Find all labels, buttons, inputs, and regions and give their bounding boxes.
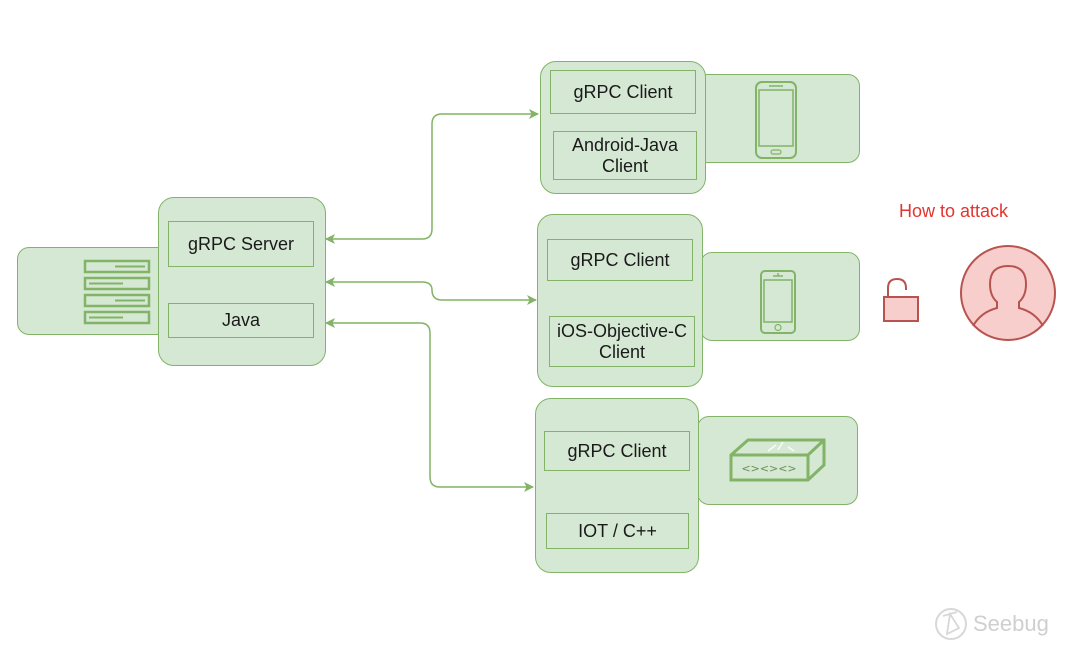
server-device-panel — [17, 247, 169, 335]
unlocked-padlock-icon — [883, 277, 919, 322]
iphone-icon — [760, 270, 796, 334]
android-client-node[interactable]: gRPC Client Android-Java Client — [540, 61, 706, 194]
iot-client-node[interactable]: gRPC Client IOT / C++ — [535, 398, 699, 573]
ios-client-node[interactable]: gRPC Client iOS-Objective-C Client — [537, 214, 703, 387]
network-switch-icon: <><><> — [729, 438, 826, 482]
seebug-logo-icon — [935, 608, 967, 640]
android-device-panel — [690, 74, 860, 163]
ios-objective-c-client-label: iOS-Objective-C Client — [549, 316, 695, 367]
iot-device-panel: <><><> — [697, 416, 858, 505]
grpc-server-label: gRPC Server — [168, 221, 314, 267]
grpc-client-label: gRPC Client — [544, 431, 690, 471]
edge-server-ios — [325, 277, 537, 305]
seebug-watermark: Seebug — [933, 606, 1049, 642]
seebug-text: Seebug — [973, 611, 1049, 636]
android-java-client-label: Android-Java Client — [553, 131, 697, 180]
grpc-client-label: gRPC Client — [550, 70, 696, 114]
iot-cpp-label: IOT / C++ — [546, 513, 689, 549]
grpc-server-node[interactable]: gRPC Server Java — [158, 197, 326, 366]
edge-server-iot — [325, 318, 534, 492]
grpc-client-label: gRPC Client — [547, 239, 693, 281]
edge-server-android — [325, 109, 539, 244]
server-rack-icon — [83, 259, 151, 325]
svg-text:<><><>: <><><> — [741, 462, 796, 475]
attacker-user-icon — [960, 245, 1056, 341]
ios-device-panel — [700, 252, 860, 341]
how-to-attack-label: How to attack — [899, 201, 1009, 221]
java-label: Java — [168, 303, 314, 338]
android-phone-icon — [755, 81, 797, 159]
